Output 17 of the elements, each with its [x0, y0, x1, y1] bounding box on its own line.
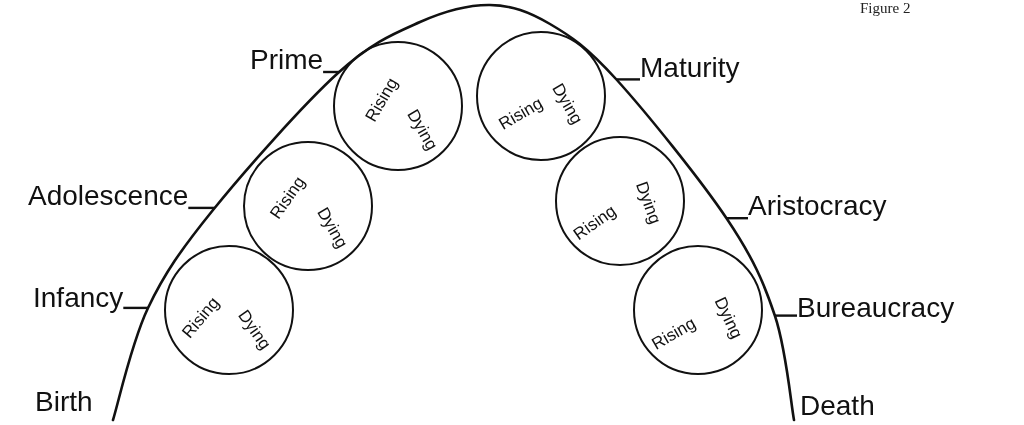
- stage-label: Infancy: [33, 282, 124, 314]
- circle-label: Dying: [709, 293, 746, 342]
- endpoint-label: Birth: [35, 386, 93, 418]
- stage-label: Aristocracy: [748, 190, 887, 222]
- stage-label: Maturity: [640, 52, 740, 84]
- leader-line: [616, 78, 640, 81]
- stage-label: Adolescence: [28, 180, 189, 212]
- stage-label: Prime: [250, 44, 324, 76]
- figure-title: Figure 2: [860, 0, 911, 17]
- leader-line: [188, 206, 215, 210]
- leader-line: [123, 306, 149, 310]
- stage-label: Bureaucracy: [797, 292, 955, 324]
- circle-label: Dying: [630, 178, 665, 227]
- endpoint-label: Death: [800, 390, 875, 422]
- leader-line: [323, 70, 340, 74]
- leader-line: [774, 314, 797, 317]
- leader-line: [726, 217, 748, 220]
